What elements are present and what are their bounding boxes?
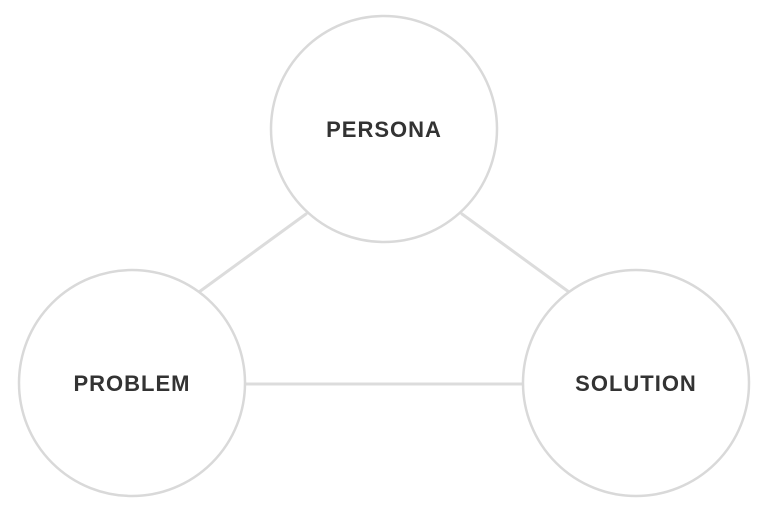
node-problem: PROBLEM xyxy=(17,268,247,498)
node-persona-circle xyxy=(269,14,499,244)
connector-persona-solution xyxy=(460,212,571,294)
node-problem-label: PROBLEM xyxy=(74,371,191,396)
node-solution: SOLUTION xyxy=(521,268,751,498)
node-problem-circle xyxy=(17,268,247,498)
node-persona-label: PERSONA xyxy=(326,117,442,142)
node-solution-circle xyxy=(521,268,751,498)
connector-persona-problem xyxy=(197,212,308,294)
node-solution-label: SOLUTION xyxy=(575,371,697,396)
node-persona: PERSONA xyxy=(269,14,499,244)
